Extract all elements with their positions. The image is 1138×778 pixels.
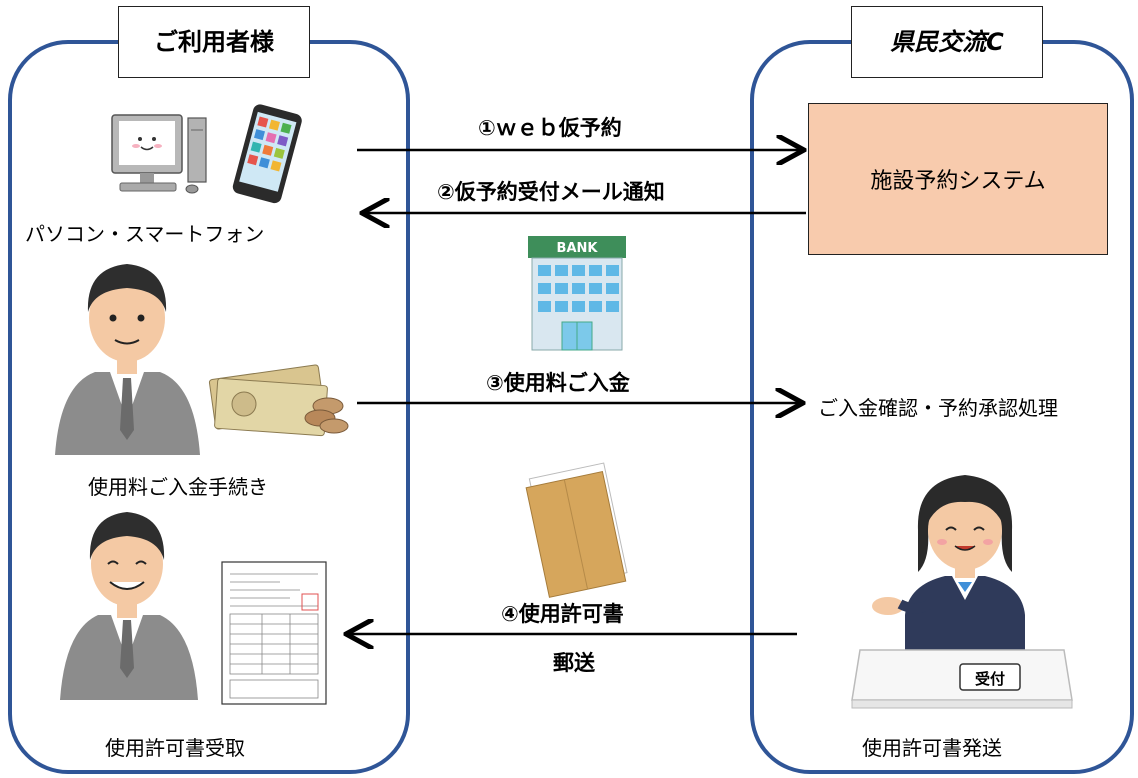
receptionist-icon xyxy=(851,475,1073,709)
payment-caption: 使用料ご入金手続き xyxy=(88,475,268,499)
step2-label: ②仮予約受付メール通知 xyxy=(437,180,665,204)
businessman-payment-icon xyxy=(55,264,200,455)
send-caption: 使用許可書発送 xyxy=(862,736,1002,760)
computer-icon xyxy=(111,114,207,194)
bank-building-icon xyxy=(528,236,626,351)
user-panel-title: ご利用者様 xyxy=(118,6,310,78)
step4-sub-label: 郵送 xyxy=(553,651,595,675)
businessman-receive-icon xyxy=(60,512,198,700)
center-panel-title: 県民交流C xyxy=(851,6,1043,78)
step3-label: ③使用料ご入金 xyxy=(486,371,630,395)
bank-sign: BANK xyxy=(557,241,599,256)
confirm-caption: ご入金確認・予約承認処理 xyxy=(818,396,1058,420)
reception-sign: 受付 xyxy=(975,670,1005,688)
money-icon xyxy=(208,364,349,437)
step1-label: ①ｗｅｂ仮予約 xyxy=(478,116,622,140)
receive-caption: 使用許可書受取 xyxy=(105,736,245,760)
envelope-icon xyxy=(525,462,628,598)
reservation-system-label: 施設予約システム xyxy=(870,169,1046,194)
smartphone-icon xyxy=(232,104,302,204)
reservation-system-box: 施設予約システム xyxy=(808,103,1108,255)
step4-label: ④使用許可書 xyxy=(501,602,624,626)
permit-document-icon xyxy=(221,561,327,705)
devices-caption: パソコン・スマートフォン xyxy=(25,222,265,246)
